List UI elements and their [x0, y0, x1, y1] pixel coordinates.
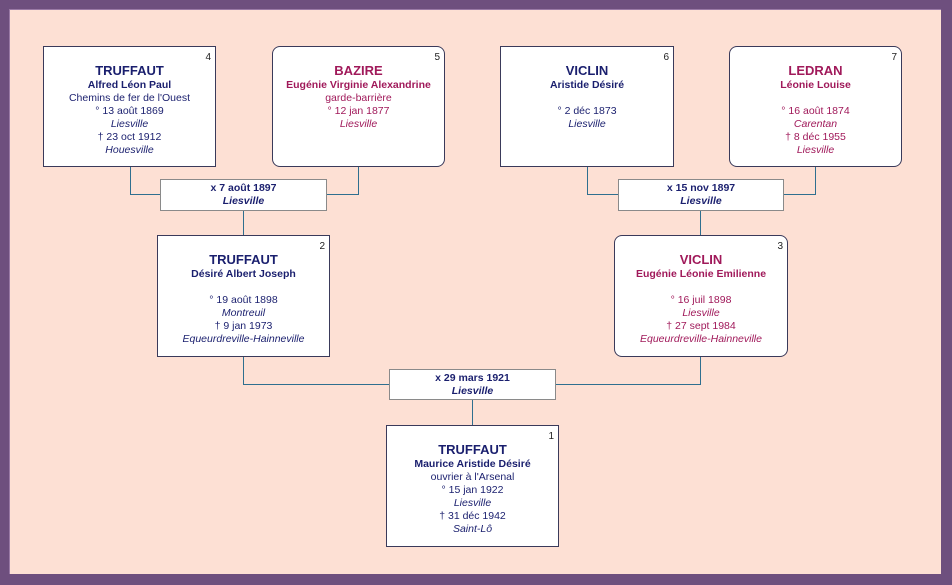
birth-date: ° 16 août 1874 [781, 105, 850, 117]
connector [243, 384, 389, 385]
marriage-place: Liesville [451, 385, 494, 397]
connector [243, 356, 244, 385]
occupation: ouvrier à l'Arsenal [430, 471, 515, 483]
death-date: † 31 déc 1942 [439, 510, 506, 522]
occupation: Chemins de fer de l'Ouest [68, 92, 191, 104]
given-names: Aristide Désiré [549, 79, 625, 91]
sosa-number: 2 [319, 241, 325, 252]
birth-place: Liesville [339, 118, 378, 130]
connector [783, 194, 816, 195]
connector [472, 399, 473, 426]
person-card-4[interactable]: 4 TRUFFAUT Alfred Léon Paul Chemins de f… [43, 46, 216, 167]
occupation: garde-barrière [325, 92, 392, 104]
connector [587, 194, 618, 195]
sosa-number: 7 [891, 52, 897, 63]
death-date: † 23 oct 1912 [97, 131, 162, 143]
death-date: † 9 jan 1973 [214, 320, 273, 332]
surname: TRUFFAUT [95, 63, 164, 78]
connector [700, 210, 701, 236]
marriage-box-4-5[interactable]: x 7 août 1897 Liesville [160, 179, 327, 211]
sosa-number: 5 [434, 52, 440, 63]
marriage-box-6-7[interactable]: x 15 nov 1897 Liesville [618, 179, 784, 211]
death-place: Houesville [105, 144, 154, 156]
surname: TRUFFAUT [209, 252, 278, 267]
connector [130, 194, 160, 195]
death-date: † 27 sept 1984 [666, 320, 736, 332]
birth-place: Montreuil [221, 307, 266, 319]
surname: LEDRAN [788, 63, 843, 78]
sosa-number: 4 [205, 52, 211, 63]
birth-date: ° 15 jan 1922 [441, 484, 504, 496]
connector [243, 210, 244, 236]
sosa-number: 1 [548, 431, 554, 442]
sosa-number: 6 [663, 52, 669, 63]
connector [358, 166, 359, 195]
person-card-2[interactable]: 2 TRUFFAUT Désiré Albert Joseph ° 19 aoû… [157, 235, 330, 357]
marriage-box-2-3[interactable]: x 29 mars 1921 Liesville [389, 369, 556, 400]
death-place: Saint-Lô [452, 523, 493, 535]
connector [130, 166, 131, 195]
given-names: Léonie Louise [780, 79, 851, 91]
connector [700, 356, 701, 385]
given-names: Eugénie Virginie Alexandrine [286, 79, 431, 91]
birth-place: Liesville [568, 118, 606, 130]
surname: TRUFFAUT [438, 442, 507, 457]
birth-place: Liesville [682, 307, 720, 319]
given-names: Désiré Albert Joseph [191, 268, 296, 280]
given-names: Eugénie Léonie Emilienne [635, 268, 767, 280]
death-place: Liesville [796, 144, 835, 156]
birth-date: ° 16 juil 1898 [670, 294, 732, 306]
marriage-place: Liesville [680, 195, 722, 207]
death-date: † 8 déc 1955 [785, 131, 846, 143]
connector [815, 166, 816, 195]
death-place: Equeurdreville-Hainneville [182, 333, 305, 345]
surname: VICLIN [565, 63, 609, 78]
connector [555, 384, 701, 385]
death-place: Equeurdreville-Hainneville [640, 333, 762, 345]
birth-place: Liesville [453, 497, 492, 509]
sosa-number: 3 [777, 241, 783, 252]
connector [326, 194, 359, 195]
person-card-1[interactable]: 1 TRUFFAUT Maurice Aristide Désiré ouvri… [386, 425, 559, 547]
person-card-7[interactable]: 7 LEDRAN Léonie Louise ° 16 août 1874 Ca… [729, 46, 902, 167]
person-card-6[interactable]: 6 VICLIN Aristide Désiré ° 2 déc 1873 Li… [500, 46, 674, 167]
birth-place: Carentan [793, 118, 838, 130]
given-names: Alfred Léon Paul [87, 79, 172, 91]
birth-place: Liesville [110, 118, 149, 130]
marriage-place: Liesville [222, 195, 265, 207]
marriage-date: x 29 mars 1921 [435, 372, 510, 384]
birth-date: ° 2 déc 1873 [557, 105, 617, 117]
surname: BAZIRE [334, 63, 383, 78]
given-names: Maurice Aristide Désiré [414, 458, 531, 470]
marriage-date: x 7 août 1897 [210, 182, 277, 194]
connector [587, 166, 588, 195]
birth-date: ° 12 jan 1877 [327, 105, 390, 117]
person-card-3[interactable]: 3 VICLIN Eugénie Léonie Emilienne ° 16 j… [614, 235, 788, 357]
marriage-date: x 15 nov 1897 [666, 182, 736, 194]
birth-date: ° 19 août 1898 [209, 294, 278, 306]
person-card-5[interactable]: 5 BAZIRE Eugénie Virginie Alexandrine ga… [272, 46, 445, 167]
birth-date: ° 13 août 1869 [95, 105, 164, 117]
surname: VICLIN [679, 252, 723, 267]
